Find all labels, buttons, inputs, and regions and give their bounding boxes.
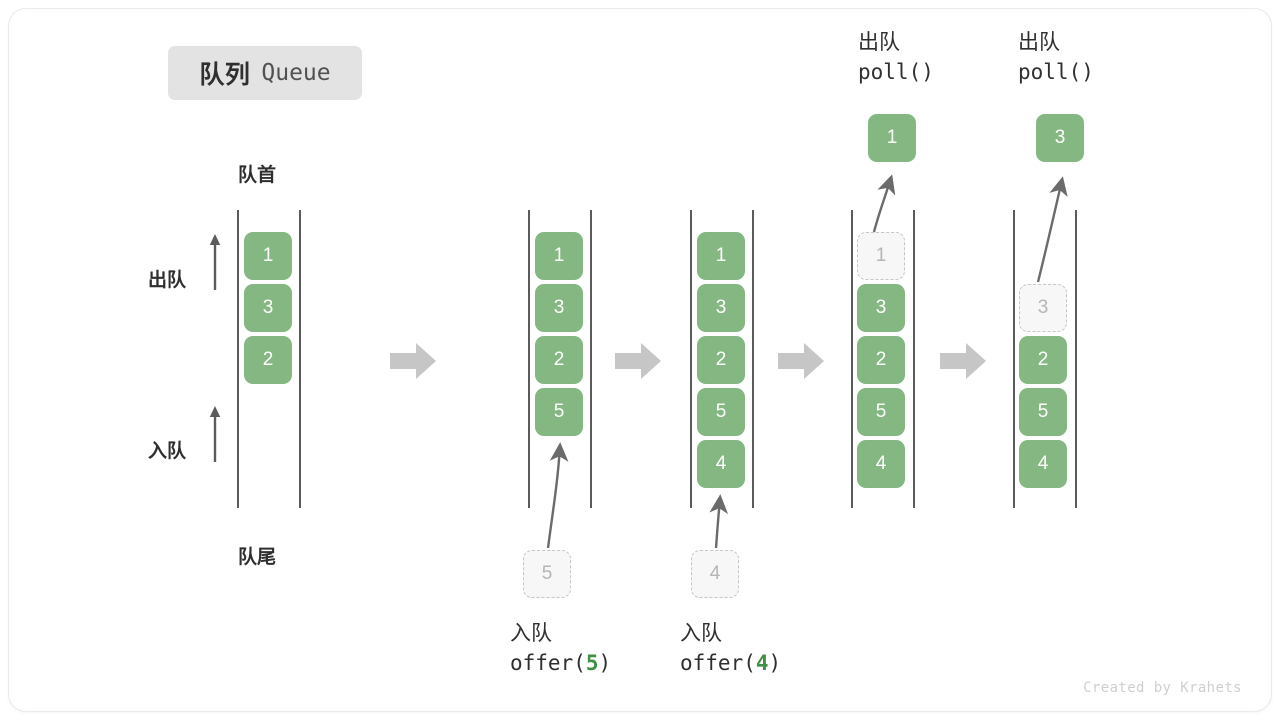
rail-left [1013, 210, 1015, 508]
removed-item-ghost: 3 [1019, 284, 1067, 332]
queue-item: 3 [535, 284, 583, 332]
offer-4-caption-line2: offer(4) [680, 650, 782, 675]
attribution-text: Created by Krahets [1083, 680, 1242, 696]
title-badge: 队列 Queue [168, 46, 362, 100]
queue-item: 4 [1019, 440, 1067, 488]
queue-item: 5 [857, 388, 905, 436]
queue-item: 3 [244, 284, 292, 332]
rail-left [851, 210, 853, 508]
offer-5-caption-line1: 入队 [510, 622, 552, 645]
poll-1-caption-line2: poll() [858, 59, 934, 84]
rail-right [752, 210, 754, 508]
transition-arrow-icon [615, 343, 661, 379]
queue-head-label: 队首 [238, 165, 277, 186]
queue-item: 3 [697, 284, 745, 332]
transition-arrow-icon [778, 343, 824, 379]
dequeue-side-label: 出队 [148, 270, 187, 291]
rail-right [590, 210, 592, 508]
dequeue-direction-arrow-icon [209, 234, 221, 290]
rail-right [299, 210, 301, 508]
pending-item: 5 [523, 550, 571, 598]
enqueue-side-label: 入队 [148, 441, 187, 462]
rail-right [1075, 210, 1077, 508]
offer-5-caption: 入队 offer(5) [510, 620, 611, 678]
queue-item: 1 [697, 232, 745, 280]
queue-item-new: 4 [697, 440, 745, 488]
queue-item: 1 [535, 232, 583, 280]
queue-item: 3 [857, 284, 905, 332]
queue-item: 2 [535, 336, 583, 384]
transition-arrow-icon [390, 343, 436, 379]
rail-left [528, 210, 530, 508]
enqueue-direction-arrow-icon [209, 406, 221, 462]
polled-item: 1 [868, 114, 916, 162]
queue-item: 2 [697, 336, 745, 384]
poll-3-caption-line1: 出队 [1018, 31, 1060, 54]
queue-item: 5 [1019, 388, 1067, 436]
title-en: Queue [261, 60, 331, 86]
queue-item: 2 [1019, 336, 1067, 384]
queue-item: 1 [244, 232, 292, 280]
poll-1-caption: 出队 poll() [858, 28, 934, 88]
queue-tail-label: 队尾 [238, 547, 277, 568]
queue-item: 5 [697, 388, 745, 436]
poll-3-caption: 出队 poll() [1018, 28, 1094, 88]
transition-arrow-icon [940, 343, 986, 379]
poll-1-caption-line1: 出队 [858, 31, 900, 54]
queue-item: 2 [857, 336, 905, 384]
offer-5-caption-line2: offer(5) [510, 650, 612, 675]
rail-left [690, 210, 692, 508]
pending-item: 4 [691, 550, 739, 598]
poll-3-caption-line2: poll() [1018, 59, 1094, 84]
queue-item: 2 [244, 336, 292, 384]
queue-item-new: 5 [535, 388, 583, 436]
queue-item: 4 [857, 440, 905, 488]
polled-item: 3 [1036, 114, 1084, 162]
rail-left [237, 210, 239, 508]
rail-right [913, 210, 915, 508]
removed-item-ghost: 1 [857, 232, 905, 280]
title-cn: 队列 [199, 61, 251, 89]
offer-4-caption: 入队 offer(4) [680, 620, 781, 678]
offer-4-caption-line1: 入队 [680, 622, 722, 645]
